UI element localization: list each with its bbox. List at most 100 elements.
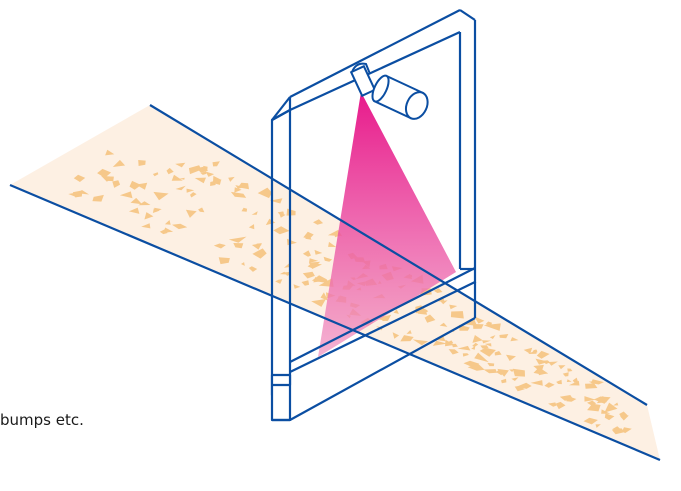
- flake: [269, 198, 283, 204]
- flake: [583, 417, 598, 425]
- flake: [311, 275, 330, 284]
- flake: [587, 403, 601, 412]
- flake: [483, 369, 497, 374]
- flake: [494, 351, 502, 356]
- flake: [596, 396, 608, 404]
- flake: [212, 161, 220, 167]
- belt-edges: [9, 104, 661, 462]
- flake: [556, 379, 562, 385]
- flake: [279, 271, 288, 275]
- flake: [311, 299, 326, 307]
- flake: [587, 400, 596, 407]
- flake: [412, 339, 429, 346]
- flake: [234, 187, 242, 193]
- flake: [474, 352, 489, 363]
- flake: [536, 350, 550, 359]
- flake: [509, 369, 514, 372]
- flake: [164, 220, 171, 225]
- flake: [604, 402, 618, 413]
- flake: [392, 332, 400, 339]
- flake: [506, 354, 516, 361]
- flake: [228, 176, 235, 182]
- flake: [228, 236, 247, 243]
- flake: [323, 256, 333, 262]
- camera-icon: [349, 62, 429, 120]
- flake: [194, 177, 206, 184]
- flake: [622, 427, 632, 434]
- flake: [472, 335, 483, 343]
- flake: [130, 197, 143, 205]
- flake: [218, 257, 230, 265]
- flake: [463, 360, 480, 367]
- flake: [480, 345, 489, 349]
- flake: [188, 165, 202, 175]
- flake: [433, 288, 443, 293]
- flake: [301, 280, 310, 286]
- flake: [512, 368, 525, 377]
- flake: [128, 207, 140, 214]
- laser-beam: [318, 92, 456, 357]
- flake: [313, 219, 324, 225]
- flake: [457, 345, 471, 351]
- flake: [241, 262, 245, 266]
- flake: [548, 361, 558, 366]
- flake: [482, 340, 491, 344]
- flake: [179, 177, 185, 180]
- flake: [320, 292, 328, 301]
- flake: [235, 185, 244, 189]
- flake: [185, 209, 197, 218]
- flake: [484, 343, 492, 347]
- flake: [248, 266, 258, 272]
- flake: [78, 190, 90, 195]
- flake: [313, 277, 323, 283]
- flake: [620, 415, 629, 421]
- flake: [595, 424, 601, 428]
- flake: [585, 383, 598, 389]
- flake: [379, 314, 392, 321]
- flake: [510, 337, 519, 342]
- flake: [501, 378, 507, 384]
- flake: [138, 160, 146, 166]
- flake: [406, 330, 412, 334]
- frame-back: [289, 9, 477, 283]
- flake: [511, 377, 519, 381]
- flake: [530, 380, 543, 386]
- frame-foot: [270, 373, 292, 422]
- flake: [152, 208, 160, 213]
- flake: [112, 159, 126, 167]
- flake: [449, 304, 458, 310]
- flake: [439, 322, 448, 327]
- flake: [432, 340, 447, 346]
- flake: [309, 258, 319, 263]
- flake: [265, 218, 276, 226]
- flake: [467, 363, 485, 371]
- flake: [105, 149, 115, 156]
- flake: [400, 335, 414, 342]
- flake: [451, 343, 458, 348]
- flake: [544, 360, 551, 364]
- flake: [252, 248, 267, 259]
- flake: [233, 243, 244, 249]
- flake: [284, 262, 291, 268]
- flake: [499, 334, 509, 339]
- flake: [152, 172, 159, 177]
- flake: [528, 349, 537, 354]
- flake: [566, 379, 572, 382]
- flake: [514, 386, 525, 392]
- flake: [241, 207, 248, 212]
- flake: [144, 212, 154, 220]
- flake: [135, 182, 148, 190]
- flake: [230, 191, 247, 198]
- flake: [257, 187, 272, 199]
- flake: [568, 380, 580, 386]
- flake: [489, 335, 496, 339]
- flake: [544, 382, 555, 388]
- flake: [424, 314, 436, 323]
- flake: [613, 402, 619, 406]
- flake: [277, 211, 285, 215]
- flake: [196, 166, 209, 173]
- flake: [97, 168, 112, 178]
- scanner-frame: [270, 31, 477, 422]
- flake: [487, 362, 495, 367]
